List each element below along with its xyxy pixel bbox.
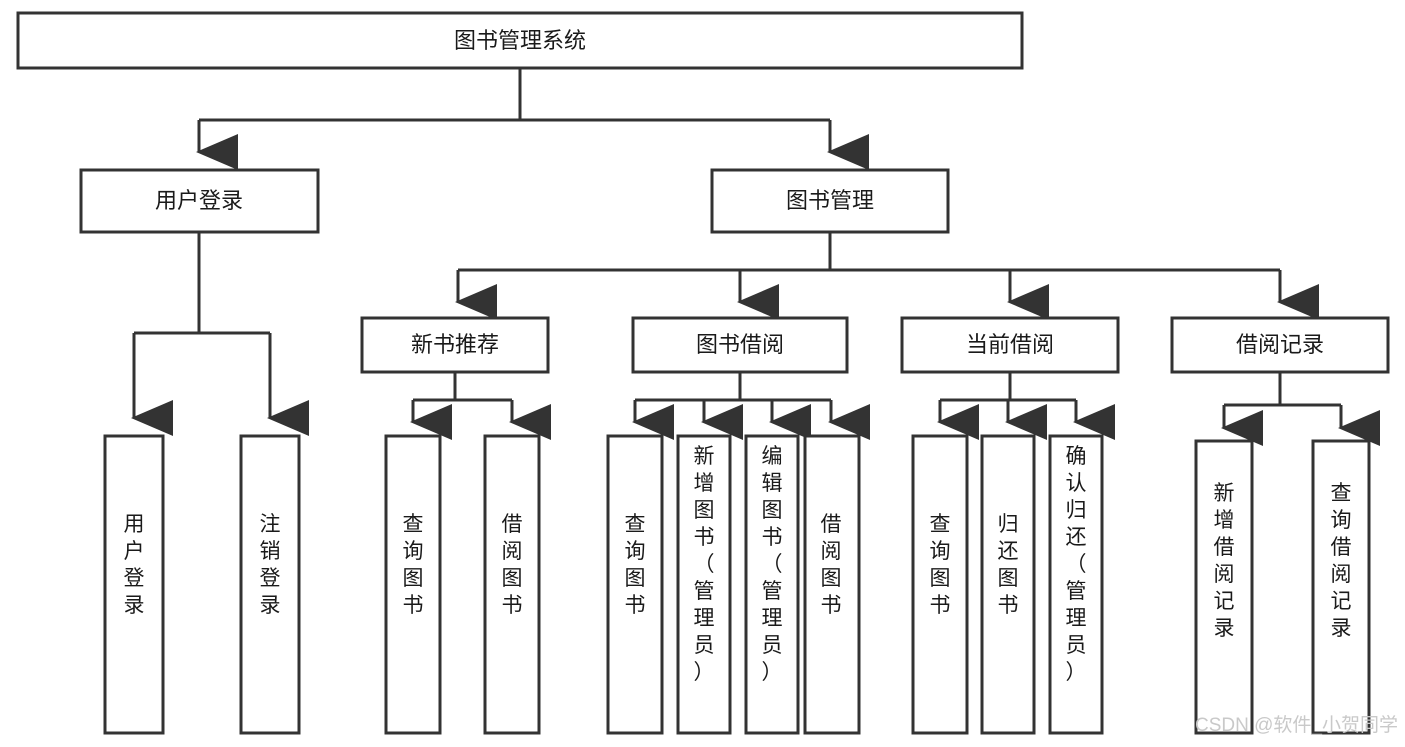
node-borrow[interactable]: 图书借阅 [631,316,849,374]
node-borrow-label: 图书借阅 [696,332,784,357]
node-login-2-label: 注销登录 [260,513,281,617]
node-current-3-label: 确认归还（管理员） [1066,445,1087,684]
node-root-label: 图书管理系统 [454,28,586,53]
node-borrow-3-label: 编辑图书（管理员） [762,445,783,684]
node-login[interactable]: 用户登录 [79,168,320,234]
node-bookmgmt[interactable]: 图书管理 [710,168,950,234]
node-borrow-1-label: 查询图书 [625,513,646,617]
node-login-1[interactable]: 用户登录 [103,434,165,735]
node-root[interactable]: 图书管理系统 [16,11,1024,70]
node-borrow-1[interactable]: 查询图书 [606,434,664,735]
connector-layer [131,68,1380,446]
node-record-label: 借阅记录 [1236,332,1324,357]
node-current-2-label: 归还图书 [998,513,1019,617]
node-current[interactable]: 当前借阅 [900,316,1120,374]
node-bookmgmt-label: 图书管理 [786,188,874,213]
node-record-2[interactable]: 查询借阅记录 [1311,439,1371,735]
node-login-1-label: 用户登录 [124,513,145,617]
node-borrow-4[interactable]: 借阅图书 [803,434,861,735]
node-current-label: 当前借阅 [966,332,1054,357]
node-borrow-4-label: 借阅图书 [821,513,842,617]
node-login-2[interactable]: 注销登录 [239,434,301,735]
node-newbook-2-label: 借阅图书 [502,513,523,617]
node-record-1-label: 新增借阅记录 [1214,482,1235,640]
node-record[interactable]: 借阅记录 [1170,316,1390,374]
node-newbook-2[interactable]: 借阅图书 [483,434,541,735]
node-borrow-3[interactable]: 编辑图书（管理员） [744,434,800,735]
node-newbook-1-label: 查询图书 [403,513,424,617]
node-borrow-2-label: 新增图书（管理员） [694,445,715,684]
csdn-watermark: CSDN @软件_小贺同学 [1195,714,1398,736]
node-newbook-label: 新书推荐 [411,332,499,357]
node-record-1[interactable]: 新增借阅记录 [1194,439,1254,735]
node-current-1-label: 查询图书 [930,513,951,617]
node-newbook-1[interactable]: 查询图书 [384,434,442,735]
node-newbook[interactable]: 新书推荐 [360,316,550,374]
node-record-2-label: 查询借阅记录 [1331,482,1352,640]
node-login-label: 用户登录 [155,188,243,213]
node-current-3[interactable]: 确认归还（管理员） [1048,434,1104,735]
node-current-1[interactable]: 查询图书 [911,434,969,735]
node-current-2[interactable]: 归还图书 [980,434,1036,735]
node-borrow-2[interactable]: 新增图书（管理员） [676,434,732,735]
